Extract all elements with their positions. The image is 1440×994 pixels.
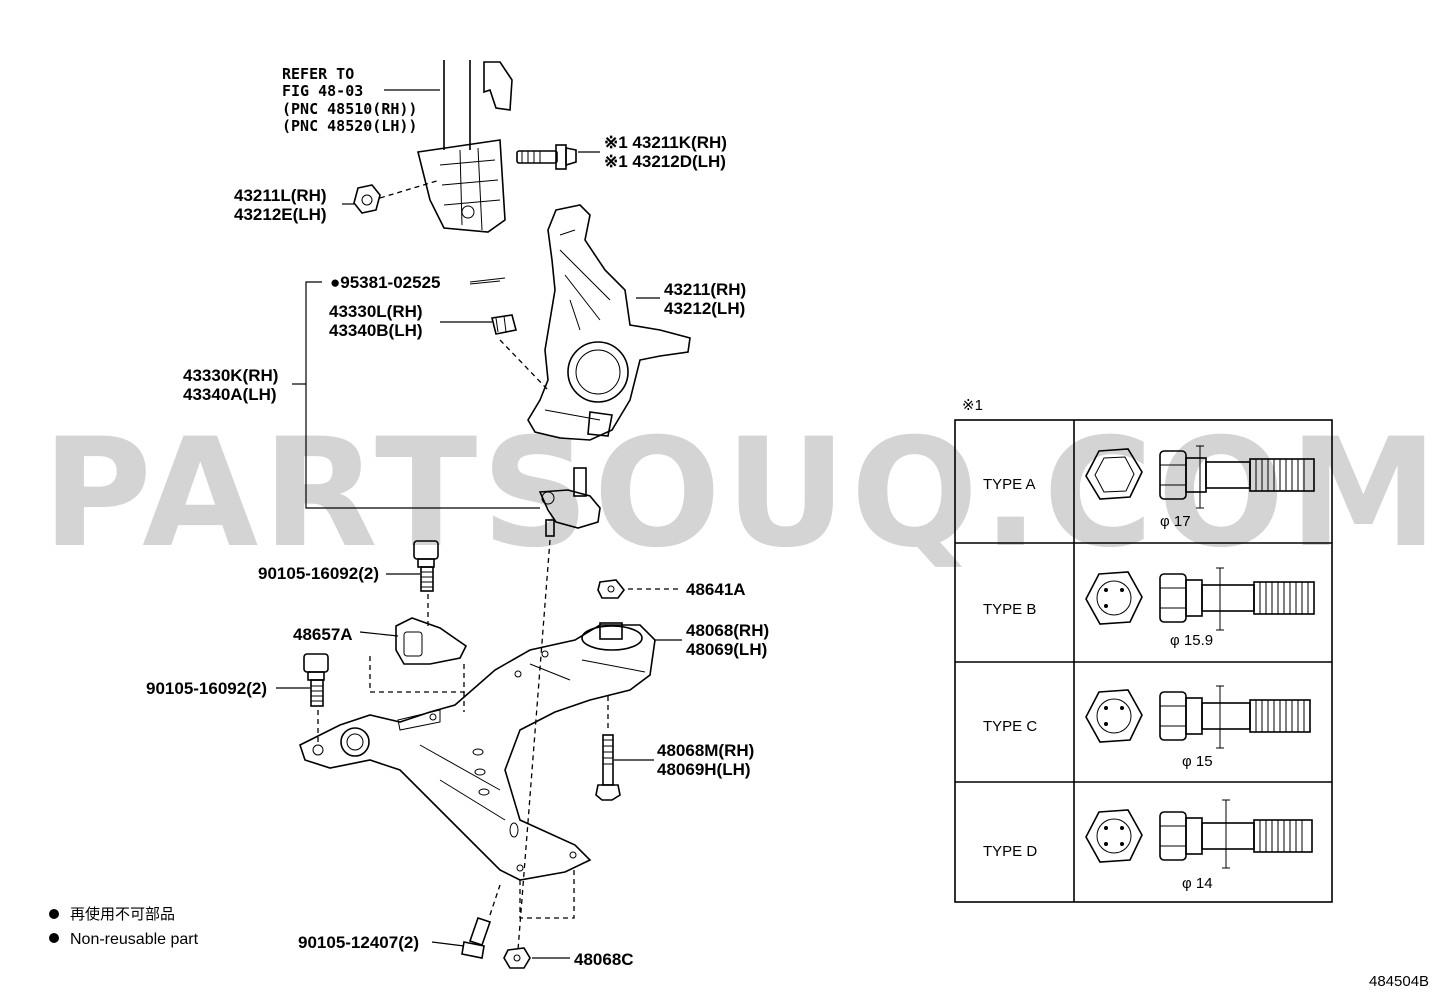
svg-text:48641A: 48641A bbox=[686, 580, 746, 599]
svg-text:48068M(RH): 48068M(RH) bbox=[657, 741, 754, 760]
bolt-type-table: ※1 TYPE A φ 17 TYPE B bbox=[954, 397, 1333, 903]
callout-cotter-pin: ●95381-02525 bbox=[330, 273, 440, 292]
group-bracket bbox=[305, 281, 540, 509]
callout-bolt-arm: 48068M(RH) 48069H(LH) bbox=[657, 741, 754, 779]
bullet-icon bbox=[49, 909, 59, 919]
svg-text:90105-16092(2): 90105-16092(2) bbox=[146, 679, 267, 698]
svg-text:48069H(LH): 48069H(LH) bbox=[657, 760, 751, 779]
svg-text:TYPE B: TYPE B bbox=[983, 601, 1036, 618]
bullet-icon bbox=[49, 933, 59, 943]
svg-text:●95381-02525: ●95381-02525 bbox=[330, 273, 440, 292]
bracket-icon[interactable] bbox=[395, 617, 468, 665]
svg-text:43211(RH): 43211(RH) bbox=[664, 280, 746, 299]
svg-text:48069(LH): 48069(LH) bbox=[686, 640, 767, 659]
legend: 再使用不可部品 Non-reusable part bbox=[49, 906, 199, 948]
svg-text:再使用不可部品: 再使用不可部品 bbox=[70, 906, 175, 923]
callout-nut-lower: 48068C bbox=[574, 950, 634, 969]
svg-text:(PNC 48510(RH)): (PNC 48510(RH)) bbox=[282, 100, 417, 118]
svg-text:FIG 48-03: FIG 48-03 bbox=[282, 82, 363, 100]
lower-bolt-icon[interactable] bbox=[461, 916, 492, 959]
callout-castle-nut: 43330L(RH) 43340B(LH) bbox=[329, 302, 423, 340]
svg-text:48068C: 48068C bbox=[574, 950, 634, 969]
strut-illustration[interactable] bbox=[417, 60, 513, 233]
svg-text:43212E(LH): 43212E(LH) bbox=[234, 205, 327, 224]
arm-nut-icon[interactable] bbox=[597, 579, 626, 599]
svg-text:90105-12407(2): 90105-12407(2) bbox=[298, 933, 419, 952]
svg-text:43212(LH): 43212(LH) bbox=[664, 299, 745, 318]
svg-text:φ 15: φ 15 bbox=[1182, 753, 1213, 770]
callout-bolt-b: 90105-16092(2) bbox=[146, 679, 267, 698]
svg-text:※1 43212D(LH): ※1 43212D(LH) bbox=[604, 152, 726, 171]
svg-text:REFER TO: REFER TO bbox=[282, 65, 354, 83]
svg-text:48657A: 48657A bbox=[293, 625, 353, 644]
table-row: TYPE A φ 17 bbox=[983, 445, 1315, 530]
table-row: TYPE C φ 15 bbox=[983, 685, 1311, 770]
callout-bushing: 48068(RH) 48069(LH) bbox=[686, 621, 769, 659]
svg-text:TYPE C: TYPE C bbox=[983, 718, 1037, 735]
svg-text:43330L(RH): 43330L(RH) bbox=[329, 302, 423, 321]
steering-knuckle-illustration[interactable] bbox=[527, 204, 691, 441]
svg-text:φ 17: φ 17 bbox=[1160, 513, 1191, 530]
lower-control-arm-illustration[interactable] bbox=[299, 622, 656, 881]
callout-bolt-lower: 90105-12407(2) bbox=[298, 933, 419, 952]
callout-bolt-upper: ※1 43211K(RH) ※1 43212D(LH) bbox=[604, 133, 727, 171]
svg-text:90105-16092(2): 90105-16092(2) bbox=[258, 564, 379, 583]
table-row: TYPE D φ 14 bbox=[983, 799, 1313, 892]
upper-nut-icon[interactable] bbox=[353, 184, 381, 214]
svg-text:φ 15.9: φ 15.9 bbox=[1170, 632, 1213, 649]
cotter-pin-icon[interactable] bbox=[469, 277, 506, 285]
svg-text:43330K(RH): 43330K(RH) bbox=[183, 366, 278, 385]
table-title: ※1 bbox=[962, 397, 983, 414]
svg-text:43340B(LH): 43340B(LH) bbox=[329, 321, 423, 340]
svg-text:43340A(LH): 43340A(LH) bbox=[183, 385, 277, 404]
svg-text:48068(RH): 48068(RH) bbox=[686, 621, 769, 640]
svg-text:TYPE A: TYPE A bbox=[983, 476, 1036, 493]
callout-nut-upper: 43211L(RH) 43212E(LH) bbox=[234, 186, 327, 224]
svg-text:Non-reusable part: Non-reusable part bbox=[70, 931, 199, 948]
callout-bracket: 48657A bbox=[293, 625, 353, 644]
bolt-b-icon[interactable] bbox=[303, 653, 329, 707]
svg-text:φ 14: φ 14 bbox=[1182, 875, 1213, 892]
callout-ball-joint: 43330K(RH) 43340A(LH) bbox=[183, 366, 278, 404]
svg-text:TYPE D: TYPE D bbox=[983, 843, 1037, 860]
callout-bolt-a: 90105-16092(2) bbox=[258, 564, 379, 583]
arm-bolt-icon[interactable] bbox=[595, 734, 621, 801]
bolt-a-icon[interactable] bbox=[413, 540, 439, 592]
figure-id: 484504B bbox=[1369, 973, 1429, 990]
castle-nut-icon[interactable] bbox=[491, 314, 517, 335]
lower-nut-icon[interactable] bbox=[503, 947, 531, 969]
ball-joint-icon[interactable] bbox=[538, 467, 601, 537]
svg-text:43211L(RH): 43211L(RH) bbox=[234, 186, 327, 205]
refer-note: REFER TO FIG 48-03 (PNC 48510(RH)) (PNC … bbox=[282, 65, 417, 135]
svg-text:(PNC 48520(LH)): (PNC 48520(LH)) bbox=[282, 117, 417, 135]
svg-text:※1 43211K(RH): ※1 43211K(RH) bbox=[604, 133, 727, 152]
table-row: TYPE B φ 15.9 bbox=[983, 567, 1315, 649]
upper-bolt-icon[interactable] bbox=[516, 144, 577, 170]
callout-nut-arm: 48641A bbox=[686, 580, 746, 599]
watermark: PARTSOUQ.COM bbox=[42, 407, 1440, 581]
callout-knuckle: 43211(RH) 43212(LH) bbox=[664, 280, 746, 318]
